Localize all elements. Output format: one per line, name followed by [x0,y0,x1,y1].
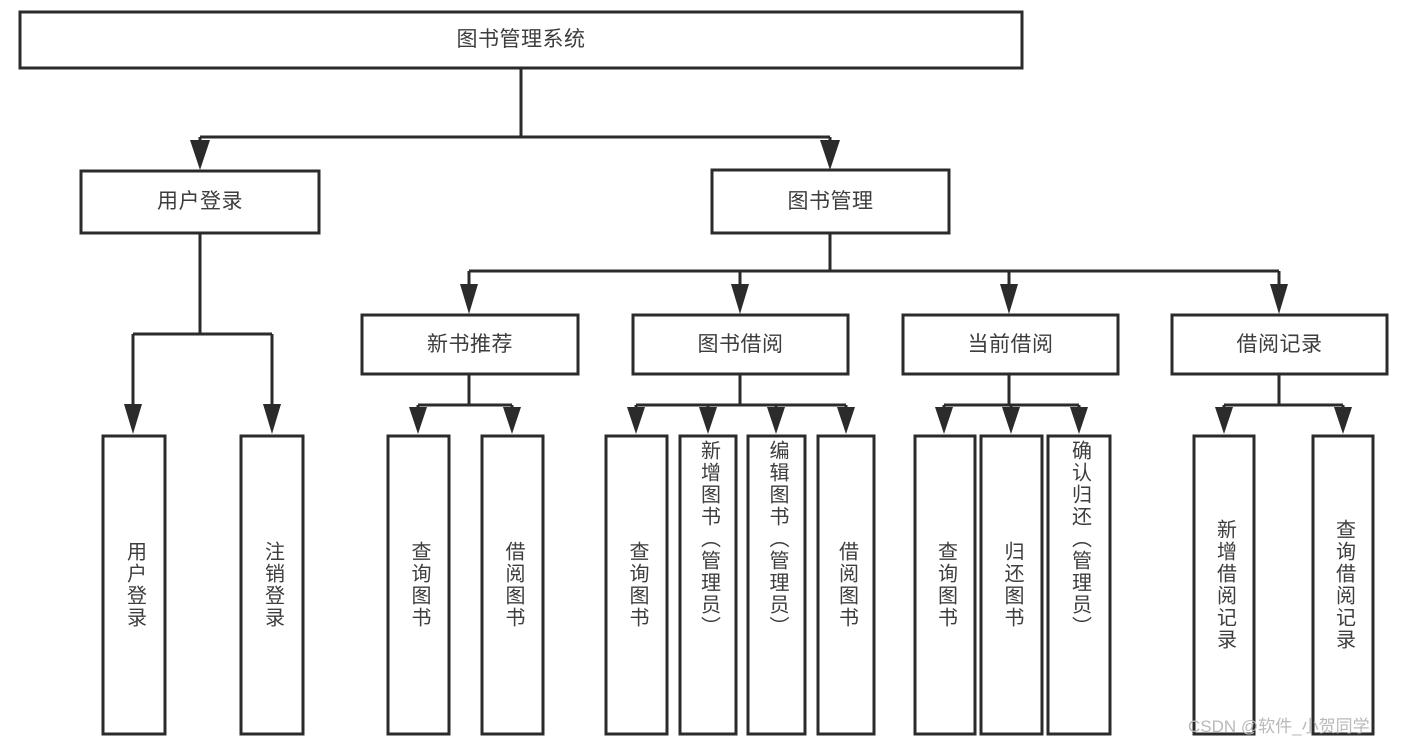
node-box-new-book-rec[interactable] [360,313,580,376]
node-box-leaf-query-record[interactable] [1311,434,1375,736]
arrowhead-book-borrow [731,284,749,314]
node-box-leaf-borrow-book-1[interactable] [480,434,545,736]
node-box-book-borrow[interactable] [631,313,850,376]
node-box-leaf-query-book-1[interactable] [386,434,451,736]
arrowhead-leaf-query-book-2 [627,407,645,434]
arrowhead-leaf-borrow-book-2 [837,407,855,434]
node-box-current-borrow[interactable] [901,313,1120,376]
node-box-leaf-add-record[interactable] [1192,434,1256,736]
connector-book-manage-to-level2 [460,233,1288,314]
arrowhead-leaf-query-book-1 [409,407,427,434]
connector-book-borrow-to-leaves [627,374,855,434]
node-box-leaf-return-book[interactable] [979,434,1044,736]
arrowhead-leaf-query-book-3 [935,407,953,434]
node-box-leaf-user-login[interactable] [101,434,167,736]
node-box-leaf-query-book-3[interactable] [913,434,977,736]
arrowhead-leaf-add-book-admin [699,407,717,434]
arrowhead-new-book-rec [460,284,478,314]
arrowhead-leaf-return-book [1002,407,1020,434]
connector-borrow-record-to-leaves [1215,374,1352,434]
node-box-leaf-query-book-2[interactable] [604,434,669,736]
arrowhead-leaf-add-record [1215,407,1233,434]
node-box-leaf-edit-book-admin[interactable] [746,434,807,736]
arrowhead-borrow-record [1270,284,1288,314]
connector-new-book-rec-to-leaves [409,374,521,434]
node-box-book-manage[interactable] [710,168,951,235]
node-box-leaf-confirm-return-admin[interactable] [1046,434,1112,736]
arrowhead-leaf-borrow-book-1 [503,407,521,434]
arrowhead-leaf-user-login [124,404,142,434]
connector-current-borrow-to-leaves [935,374,1088,434]
node-box-user-login[interactable] [79,169,321,235]
node-box-leaf-add-book-admin[interactable] [678,434,738,736]
connector-user-login-to-leaves [124,233,281,434]
node-box-leaf-logout[interactable] [239,434,305,736]
connector-root-to-level1 [190,68,840,170]
node-box-leaf-borrow-book-2[interactable] [816,434,876,736]
arrowhead-leaf-logout [263,404,281,434]
arrowhead-user-login [190,140,210,170]
arrowhead-leaf-edit-book-admin [767,407,785,434]
node-box-root[interactable] [18,10,1024,70]
arrowhead-leaf-query-record [1334,407,1352,434]
arrowhead-current-borrow [1000,284,1018,314]
node-box-borrow-record[interactable] [1170,313,1389,376]
arrowhead-book-manage [820,140,840,170]
arrowhead-leaf-confirm-return [1070,407,1088,434]
watermark-text: CSDN @软件_小贺同学 [1188,717,1370,736]
